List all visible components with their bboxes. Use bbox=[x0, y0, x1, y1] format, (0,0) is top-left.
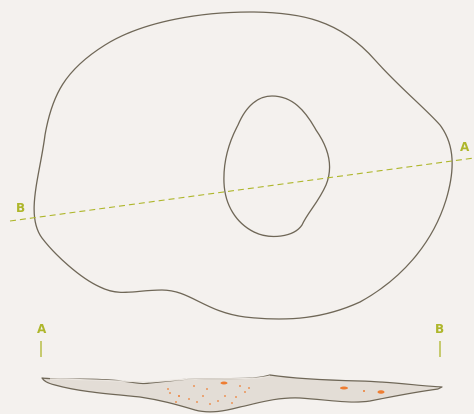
inclusion-dot bbox=[167, 388, 169, 390]
inclusion-dot bbox=[363, 390, 365, 392]
inclusion-dot bbox=[224, 395, 226, 397]
inclusion-dot bbox=[175, 401, 177, 403]
outer-outline bbox=[33, 11, 453, 320]
inclusion-dots bbox=[167, 381, 385, 405]
inclusion-dot bbox=[202, 395, 204, 397]
inclusion-dot bbox=[206, 388, 208, 390]
inclusion-dot bbox=[220, 381, 228, 385]
profile-top-highlight bbox=[49, 375, 271, 383]
label-a-plan: A bbox=[460, 140, 470, 154]
inner-outline bbox=[223, 95, 331, 238]
label-a-profile: A bbox=[37, 322, 47, 336]
inclusion-dot bbox=[178, 395, 180, 397]
inclusion-dot bbox=[244, 391, 246, 393]
inclusion-dot bbox=[188, 398, 190, 400]
inclusion-dot bbox=[196, 401, 198, 403]
inclusion-dot bbox=[235, 396, 237, 398]
inclusion-dot bbox=[239, 385, 241, 387]
inclusion-dot bbox=[231, 402, 233, 404]
inclusion-dot bbox=[340, 386, 348, 390]
inclusion-dot bbox=[217, 400, 219, 402]
inclusion-dot bbox=[209, 403, 211, 405]
inclusion-dot bbox=[377, 390, 385, 394]
label-b-plan: B bbox=[16, 201, 25, 215]
section-line-a-b bbox=[9, 157, 474, 222]
inclusion-dot bbox=[169, 392, 171, 394]
inclusion-dot bbox=[248, 387, 250, 389]
label-b-profile: B bbox=[435, 322, 444, 336]
inclusion-dot bbox=[193, 385, 195, 387]
